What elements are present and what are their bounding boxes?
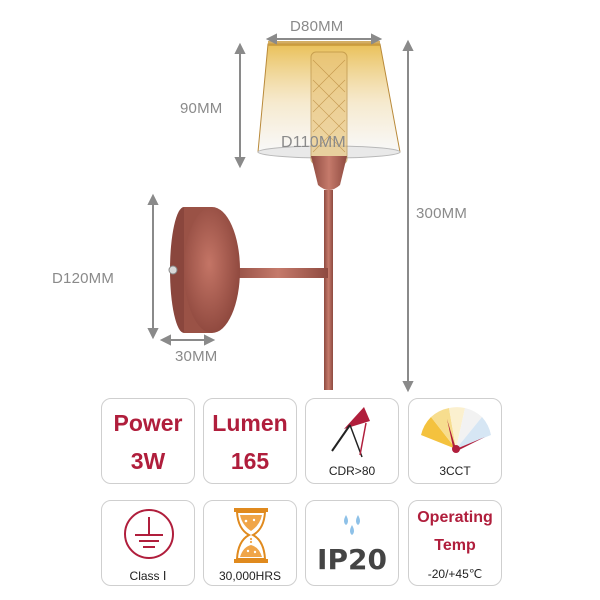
lumen-card: Lumen 165	[203, 398, 297, 484]
lamp-socket	[311, 156, 347, 190]
lumen-title: Lumen	[212, 410, 288, 436]
lamp-shade	[257, 41, 401, 165]
power-card: Power 3W	[101, 398, 195, 484]
temp-range: -20/+45℃	[427, 567, 483, 581]
hourglass-icon	[234, 508, 268, 563]
color-temperature-gauge-icon	[421, 407, 491, 453]
lifetime-label: 30,000HRS	[218, 569, 282, 583]
ground-symbol-icon	[124, 509, 174, 559]
dimension-shade-bottom: D110MM	[281, 134, 346, 151]
cct-card: 3CCT	[408, 398, 502, 484]
cct-label: 3CCT	[439, 464, 471, 478]
class-label: Class Ⅰ	[129, 569, 167, 583]
dimension-shade-height: 90MM	[180, 100, 223, 117]
temp-card: Operating Temp -20/+45℃	[408, 500, 502, 586]
lifetime-card: 30,000HRS	[203, 500, 297, 586]
lamp-stem	[324, 190, 333, 390]
power-value: 3W	[130, 448, 166, 474]
wall-plate	[168, 207, 240, 333]
temp-title-line1: Operating	[417, 509, 493, 526]
dimension-shade-top: D80MM	[290, 18, 344, 35]
color-rendering-icon	[331, 407, 370, 458]
temp-title-line2: Temp	[434, 537, 476, 554]
dimension-total-height: 300MM	[416, 205, 468, 222]
lamp-arm	[228, 268, 328, 278]
dimension-backplate: D120MM	[52, 270, 115, 287]
cdr-label: CDR>80	[328, 464, 376, 478]
water-drops-icon	[344, 515, 360, 535]
dimension-depth: 30MM	[175, 348, 218, 365]
power-title: Power	[113, 410, 183, 436]
class-card: Class Ⅰ	[101, 500, 195, 586]
lumen-value: 165	[230, 448, 270, 474]
lamp-drawing	[147, 33, 414, 393]
ip-card: IP20	[305, 500, 399, 586]
cdr-card: CDR>80	[305, 398, 399, 484]
ip-label: IP20	[306, 545, 398, 575]
ip-label-text: IP20	[317, 543, 387, 576]
